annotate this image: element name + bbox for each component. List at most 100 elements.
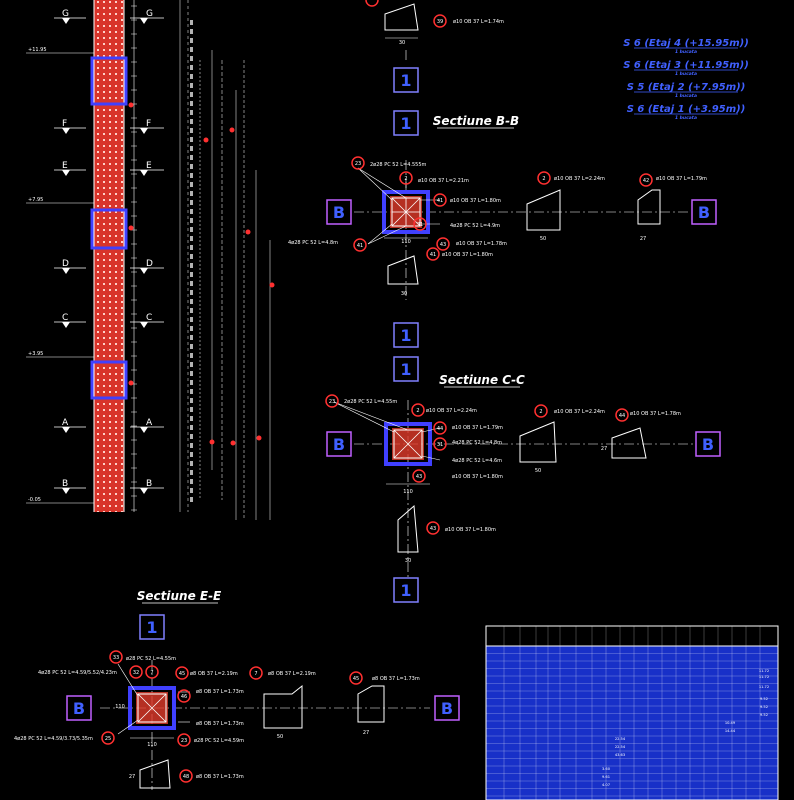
table-cell: 22.54 [615,737,626,741]
level-label: +7.95 [28,197,43,203]
bar-label: ø10 OB 37 L=1.80m [442,252,493,258]
column-frame [90,208,128,250]
level-label: +3.95 [28,351,43,357]
b-marker-label: B [333,203,345,222]
axis-label-right: B [146,479,152,489]
table-cell: 11.72 [759,675,769,679]
dim-label: 50 [540,236,546,242]
section-marker-label: 1 [400,326,411,345]
b-marker-label: B [702,435,714,454]
bar-label: ø10 OB 37 L=1.79m [656,176,707,182]
axis-label-left: F [62,119,67,129]
bar-label: ø10 OB 37 L=1.78m [630,411,681,417]
callout-number: 44 [619,413,625,419]
callout-number: 23 [329,399,335,405]
dim-label: 110 [115,704,125,710]
level-label: +11.95 [28,47,47,53]
callout-number: 42 [643,178,649,184]
dim-label: 27 [640,236,646,242]
callout-number: 44 [437,426,443,432]
callout-number: 43 [416,474,422,480]
level-label: -0.05 [28,497,41,503]
bar-label: ø10 OB 37 L=2.21m [418,178,469,184]
callout-number: 31 [417,222,423,228]
table-cell: 3.60 [602,767,611,771]
bar-label: 4ø28 PC 52 L=4.6m [452,458,502,464]
bar-label: ø28 PC 52 L=4.59m [194,738,244,744]
b-marker-label: B [333,435,345,454]
callout-number: 48 [183,774,189,780]
section-title: Sectiune C-C [439,373,525,387]
dim-label: 110 [401,239,411,245]
legend-sub: 1 bucata [675,71,697,77]
bar-label: ø10 OB 37 L=1.80m [450,198,501,204]
axis-label-left: A [62,418,69,428]
callout-number: 41 [437,198,443,204]
table-cell: 9.52 [760,705,768,709]
callout-number: 33 [113,655,119,661]
callout-number: 43 [430,526,436,532]
bar-label: 4ø28 PC 52 L=4.9m [450,223,500,229]
dim-label: 30 [399,40,405,46]
dim-label: 50 [277,734,283,740]
bar-label: ø28 PC 52 L=4.55m [126,656,176,662]
axis-label-right: A [146,418,153,428]
column-frame [90,56,128,106]
callout-number: 41 [357,243,363,249]
legend-title: S 5 (Etaj 2 (+7.95m)) [627,82,746,93]
bar-label: ø10 OB 37 L=2.24m [554,409,605,415]
callout-number: 7 [254,671,257,677]
section-ee: Sectiune E-E 110 110 ø28 PC 52 L=4.55m 4… [14,589,430,790]
callout-number: 45 [179,671,185,677]
axis-label-right: E [146,161,152,171]
callout-number: 43 [440,242,446,248]
section-bb: Sectiune B-B 110 2ø28 PC 52 L=4.555m ø10… [288,114,707,300]
legend-title: S 6 (Etaj 1 (+3.95m)) [627,104,746,115]
bar-label: ø10 OB 37 L=1.80m [445,527,496,533]
table-cell: 11.72 [759,685,769,689]
bar-label: ø10 OB 37 L=1.74m [453,19,504,25]
b-marker-label: B [73,699,85,718]
bar-label: ø10 OB 37 L=2.24m [426,408,477,414]
section-marker-label: 1 [400,71,411,90]
callout-number: 23 [355,161,361,167]
dim-label: 27 [363,730,369,736]
callout-number: 46 [181,694,187,700]
section-marker-label: 1 [400,360,411,379]
table-cell: 22.54 [615,745,626,749]
table-cell: 4.07 [602,783,610,787]
table-cell: 14.44 [725,729,736,733]
callout-number: 2 [404,176,407,182]
callout-number: 41 [430,252,436,258]
bar-label: ø10 OB 37 L=1.80m [452,474,503,480]
section-title: Sectiune E-E [137,589,222,603]
bar-label: ø8 OB 37 L=1.73m [196,721,244,727]
bar-label: ø8 OB 37 L=1.73m [196,689,244,695]
section-marker-label: 1 [400,114,411,133]
dim-label: 27 [601,446,607,452]
axis-label-right: D [146,259,153,269]
section-title: Sectiune B-B [433,114,519,128]
bar-label: 2ø28 PC 52 L=4.555m [370,162,427,168]
bar-label: 4ø28 PC 52 L=4.59/3.73/5.35m [14,736,93,742]
legend-sub: 1 bucata [675,49,697,55]
bar-label: ø8 OB 37 L=2.19m [190,671,238,677]
section-cc: Sectiune C-C 110 2ø28 PC 52 L=4.55m ø10 … [325,373,694,580]
section-marker-label: 1 [400,581,411,600]
dim-label: 30 [401,291,407,297]
callout-number: 39 [437,19,443,25]
bar-label: ø8 OB 37 L=1.73m [372,676,420,682]
bar-label: 4ø28 PC 52 L=4.8m [288,240,338,246]
bar-label: 4ø28 PC 52 L=4.8m [452,440,502,446]
table-cell: 9.52 [760,713,768,717]
b-marker-label: B [441,699,453,718]
callout-number: 25 [105,736,111,742]
axis-label-right: C [146,313,152,323]
callout-number: 32 [133,670,139,676]
callout-number: 7 [150,670,153,676]
axis-label-left: B [62,479,68,489]
legend-sub: 1 bucata [675,115,697,121]
legend-title: S 6 (Etaj 3 (+11.95m)) [623,60,749,71]
dim-label: 27 [129,774,135,780]
